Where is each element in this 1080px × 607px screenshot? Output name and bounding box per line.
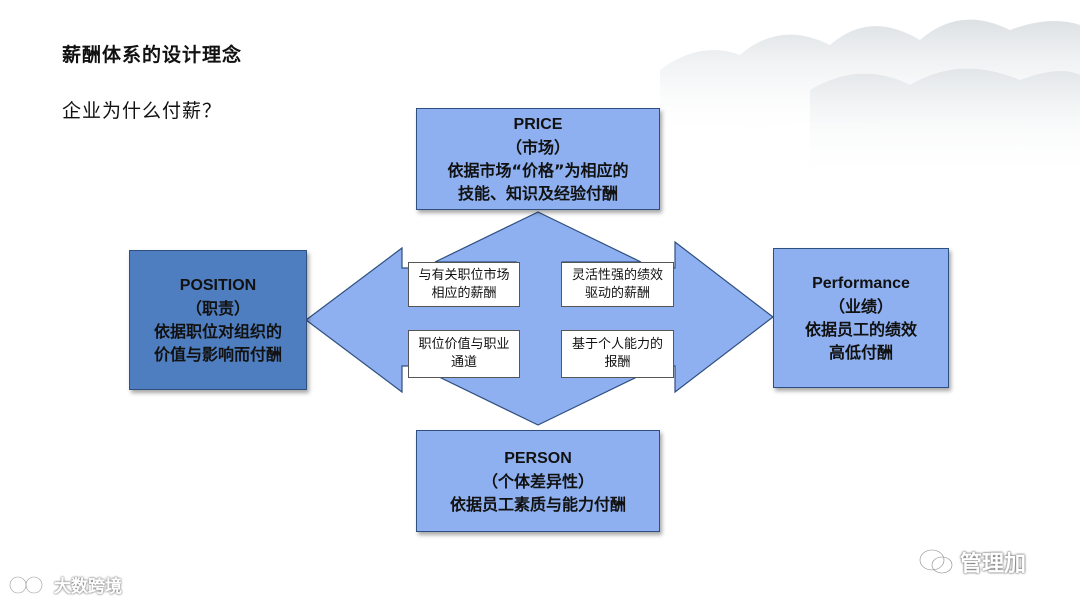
note-market-pay: 与有关职位市场 相应的薪酬	[408, 262, 520, 307]
person-box: PERSON （个体差异性） 依据员工素质与能力付酬	[416, 430, 660, 532]
price-desc-line2: 技能、知识及经验付酬	[458, 182, 618, 205]
price-label: PRICE	[514, 113, 563, 136]
performance-desc-line1: 依据员工的绩效	[805, 318, 917, 341]
watermark-right: 管理加	[918, 546, 1026, 578]
note-position-value-line1: 职位价值与职业	[418, 336, 509, 354]
person-label: PERSON	[504, 447, 572, 470]
price-box: PRICE （市场） 依据市场“价格”为相应的 技能、知识及经验付酬	[416, 108, 660, 210]
note-ability-pay-line2: 报酬	[604, 354, 630, 372]
price-desc-line1: 依据市场“价格”为相应的	[447, 159, 628, 182]
performance-box: Performance （业绩） 依据员工的绩效 高低付酬	[773, 248, 949, 388]
watermark-logo-icon	[8, 574, 48, 596]
position-box: POSITION （职责） 依据职位对组织的 价值与影响而付酬	[129, 250, 307, 390]
note-performance-pay: 灵活性强的绩效 驱动的薪酬	[561, 262, 674, 307]
watermark-right-text: 管理加	[960, 546, 1026, 578]
watermark-left-text: 大数跨境	[54, 572, 122, 597]
note-market-pay-line1: 与有关职位市场	[418, 267, 509, 285]
price-paren: （市场）	[506, 136, 570, 159]
note-position-value-line2: 通道	[451, 354, 477, 372]
note-performance-pay-line1: 灵活性强的绩效	[572, 267, 663, 285]
performance-desc-line2: 高低付酬	[829, 341, 893, 364]
performance-paren: （业绩）	[829, 295, 893, 318]
person-paren: （个体差异性）	[482, 470, 594, 493]
note-ability-pay: 基于个人能力的 报酬	[561, 330, 674, 378]
wechat-icon	[918, 548, 954, 576]
position-desc-line1: 依据职位对组织的	[154, 320, 282, 343]
note-performance-pay-line2: 驱动的薪酬	[585, 285, 650, 303]
position-label: POSITION	[180, 274, 256, 297]
note-position-value: 职位价值与职业 通道	[408, 330, 520, 378]
position-paren: （职责）	[186, 297, 250, 320]
note-market-pay-line2: 相应的薪酬	[431, 285, 496, 303]
watermark-left: 大数跨境	[8, 572, 122, 597]
four-way-arrow-shape	[306, 212, 773, 425]
person-desc-line1: 依据员工素质与能力付酬	[450, 493, 626, 516]
note-ability-pay-line1: 基于个人能力的	[572, 336, 663, 354]
performance-label: Performance	[812, 272, 910, 295]
position-desc-line2: 价值与影响而付酬	[154, 343, 282, 366]
